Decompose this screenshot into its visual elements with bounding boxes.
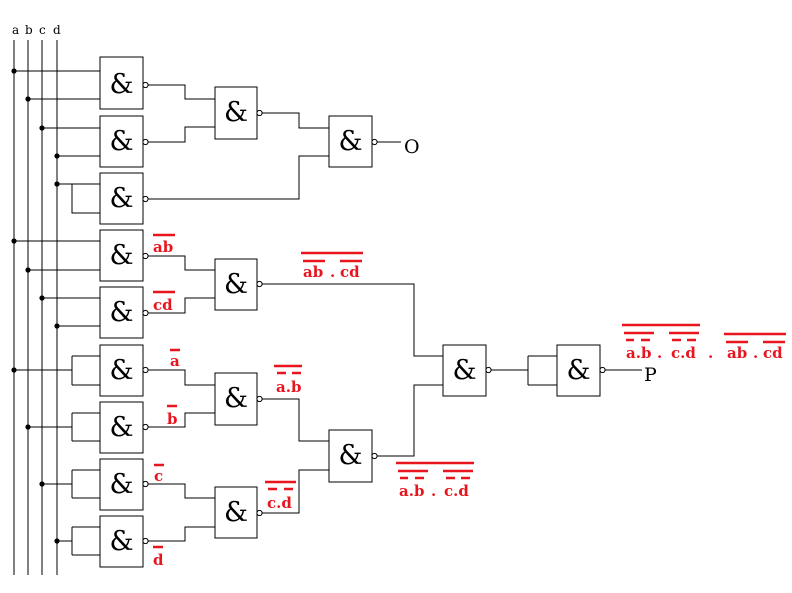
svg-text:&: & [109, 183, 133, 214]
anno-final-dot2: . [708, 344, 713, 362]
svg-text:&: & [452, 355, 476, 386]
gate-wires [148, 84, 642, 542]
svg-text:&: & [109, 69, 133, 100]
svg-text:&: & [224, 383, 248, 414]
svg-text:&: & [224, 269, 248, 300]
nand-gate-9: & [99, 515, 149, 568]
anno-top-left: ab [303, 263, 323, 281]
nand-gate-13: & [214, 372, 263, 426]
annotations: ab cd a b c d a.b c.d ab . cd a.b [153, 233, 786, 569]
svg-text:&: & [109, 240, 133, 271]
nand-gate-2: & [99, 115, 149, 168]
svg-text:&: & [224, 497, 248, 528]
nand-gate-10: & [214, 86, 263, 140]
svg-text:&: & [566, 355, 590, 386]
svg-text:&: & [109, 126, 133, 157]
anno-nand-not-ab: a.b [276, 378, 301, 396]
svg-text:&: & [109, 412, 133, 443]
input-wires [14, 70, 100, 556]
anno-not-a: a [170, 352, 180, 370]
anno-top-right: cd [340, 263, 360, 281]
anno-final-a: a.b [626, 344, 651, 362]
svg-text:&: & [338, 440, 362, 471]
junction-dots [11, 68, 60, 544]
svg-text:&: & [109, 469, 133, 500]
anno-nand-not-cd: c.d [267, 494, 292, 512]
anno-top-dot: . [330, 263, 335, 281]
nand-gate-5: & [99, 286, 149, 339]
anno-nand-ab: ab [153, 238, 173, 256]
nand-gate-16: & [442, 344, 492, 397]
nand-gate-1: & [99, 56, 149, 110]
nand-gate-8: & [99, 458, 149, 511]
nand-gate-11: & [328, 115, 378, 168]
nand-gate-6: & [99, 344, 149, 397]
anno-final-dot1: . [657, 344, 662, 362]
anno-bottom-left: a.b [399, 482, 424, 500]
svg-text:&: & [109, 526, 133, 557]
svg-text:&: & [109, 355, 133, 386]
anno-bottom-right: c.d [444, 482, 469, 500]
output-label-p: P [644, 364, 657, 386]
svg-text:&: & [224, 97, 248, 128]
nand-gate-14: & [214, 486, 263, 539]
anno-nand-cd: cd [153, 296, 173, 314]
nand-gate-7: & [99, 401, 149, 454]
anno-not-c: c [154, 467, 163, 485]
anno-final-dot3: . [753, 344, 758, 362]
svg-text:&: & [338, 126, 362, 157]
nand-gate-3: & [99, 172, 149, 225]
input-label-c: c [39, 23, 46, 37]
anno-final-b: c.d [671, 344, 696, 362]
nand-gate-15: & [328, 429, 378, 483]
input-label-a: a [12, 23, 19, 37]
svg-text:&: & [109, 297, 133, 328]
input-label-b: b [25, 23, 33, 37]
input-label-d: d [53, 23, 61, 37]
output-label-o: O [404, 136, 420, 158]
gates: & & & & & & & & & & & & & & & & & [99, 56, 606, 568]
input-bus [13, 40, 58, 575]
anno-final-d: cd [763, 344, 783, 362]
anno-bottom-dot: . [431, 482, 436, 500]
anno-final-c: ab [727, 344, 747, 362]
nand-gate-17: & [556, 344, 606, 397]
anno-not-b: b [167, 410, 178, 428]
nand-gate-12: & [214, 258, 263, 311]
anno-not-d: d [153, 551, 164, 569]
nand-gate-4: & [99, 229, 149, 282]
